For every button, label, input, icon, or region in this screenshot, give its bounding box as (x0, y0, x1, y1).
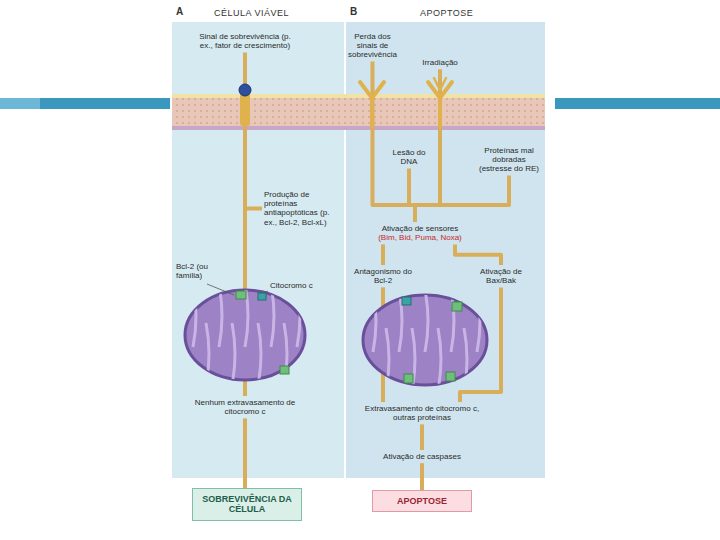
node-text: Ativação de caspases (374, 452, 470, 461)
bcl2-protein (280, 366, 289, 374)
trigger-text: Proteínas mal dobradas (estresse do RE) (476, 144, 542, 176)
pathway-line (381, 244, 385, 265)
crista (258, 323, 261, 385)
bax-bak-channel (404, 374, 413, 383)
cell-membrane (172, 94, 545, 130)
trigger-text: Lesão do DNA (386, 146, 432, 168)
outcome-box: SOBREVIVÊNCIA DA CÉLULA (192, 488, 302, 521)
bcl2-protein (402, 297, 411, 305)
panel-letter: B (350, 6, 370, 18)
crista (373, 290, 376, 352)
crista (284, 323, 287, 385)
callout-label: Citocromo c (270, 281, 330, 290)
node-text: APOPTOSE (377, 496, 467, 506)
panel-title: CÉLULA VIÁVEL (214, 8, 324, 18)
node-text: Antagonismo do Bcl-2 (352, 267, 414, 285)
leader-line (264, 291, 268, 293)
node-text: Produção de proteínas antiapoptóticas (p… (264, 190, 340, 227)
process-text: Produção de proteínas antiapoptóticas (p… (262, 188, 342, 229)
process-text: Antagonismo do Bcl-2 (350, 265, 416, 287)
outcome-box: APOPTOSE (372, 490, 472, 512)
crista (464, 328, 467, 390)
node-text: Sinal de sobrevivência (p. ex., fator de… (194, 32, 296, 50)
bax-bak-channel (452, 302, 462, 311)
node-text: Extravasamento de citocromo c, outras pr… (360, 404, 484, 422)
node-text: Perda dos sinais de sobrevivência (347, 32, 398, 60)
cell-membrane (172, 126, 545, 130)
pathway-line (420, 424, 424, 450)
crista (271, 285, 274, 347)
process-text: Ativação de Bax/Bak (470, 265, 532, 287)
cytochrome-c (258, 293, 266, 300)
bax-bak-channel (446, 372, 455, 381)
receptor (239, 84, 251, 126)
node-text: SOBREVIVÊNCIA DA CÉLULA (197, 494, 297, 515)
panel-b (346, 22, 545, 478)
crista (297, 285, 300, 347)
process-text: Ativação de sensores(Bim, Bid, Puma, Nox… (362, 222, 478, 244)
crista (193, 285, 196, 347)
process-text: Ativação de caspases (372, 450, 472, 463)
crista (438, 328, 441, 390)
crista (451, 290, 454, 352)
crista (219, 285, 222, 347)
process-text: Nenhum extravasamento de citocromo c (186, 396, 304, 418)
trigger-text: Irradiação (416, 56, 464, 69)
callout-label: Bcl-2 (ou família) (176, 262, 222, 280)
node-text: Irradiação (418, 58, 462, 67)
title-bar (555, 98, 720, 109)
cell-membrane (172, 94, 545, 130)
crista (425, 290, 428, 352)
panel-letter: A (176, 6, 196, 18)
title-bar (0, 98, 40, 109)
node-text: Nenhum extravasamento de citocromo c (188, 398, 302, 416)
node-text: (Bim, Bid, Puma, Noxa) (364, 233, 476, 242)
node-text: Ativação de sensores (364, 224, 476, 233)
node-text: Proteínas mal dobradas (estresse do RE) (478, 146, 540, 174)
survival-signal: Sinal de sobrevivência (p. ex., fator de… (192, 30, 298, 52)
process-text: Extravasamento de citocromo c, outras pr… (358, 402, 486, 424)
crista (477, 290, 480, 352)
title-bar (0, 98, 170, 109)
leader-line (207, 284, 234, 295)
mitochondrion (185, 285, 305, 385)
pathway-line (455, 244, 501, 265)
pathway-line (415, 176, 509, 222)
pathway-line (420, 463, 424, 490)
crista (232, 323, 235, 385)
mitochondrion (363, 290, 487, 390)
pathway-line (243, 418, 247, 488)
cell-membrane (172, 94, 545, 98)
panel-title: APOPTOSE (420, 8, 510, 18)
bcl2-protein (236, 291, 246, 299)
crista (386, 328, 389, 390)
node-text: Ativação de Bax/Bak (472, 267, 530, 285)
receptor (360, 78, 452, 126)
node-text: Lesão do DNA (388, 148, 430, 166)
crista (206, 323, 209, 385)
panel-a (172, 22, 344, 478)
trigger-text: Perda dos sinais de sobrevivência (345, 30, 400, 62)
